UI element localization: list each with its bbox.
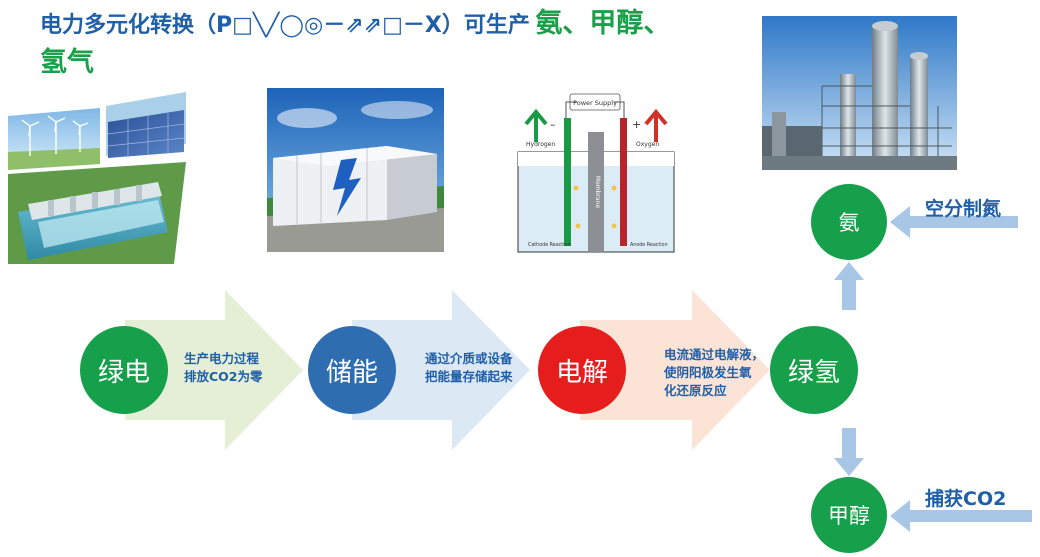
page-title: 电力多元化转换（P□╲╱◯◎－⇗⇗□－X）可生产 氨、甲醇、氢气 [40, 6, 680, 84]
chemical-plant-photo [762, 16, 957, 170]
electrolysis-circle: 电解 [538, 326, 626, 414]
oxygen-label: Oxygen [636, 141, 659, 148]
nitrogen-source-label: 空分制氮 [925, 198, 1002, 220]
anode-reaction-label: Anode Reaction [630, 242, 668, 248]
renewable-energy-photo [8, 92, 186, 264]
minus-sign: – [550, 118, 556, 131]
green-power-description: 生产电力过程 排放CO2为零 [184, 351, 263, 384]
down-arrow-to-methanol [834, 428, 864, 476]
green-hydrogen-circle: 绿氢 [770, 326, 858, 414]
co2-source-label: 捕获CO2 [925, 488, 1007, 510]
flow-arrow-blue [352, 290, 530, 450]
flow-arrow-green [125, 290, 303, 450]
up-arrow-to-ammonia [834, 262, 864, 310]
electrolysis-diagram-image: Power Supply – + Hydrogen Oxygen Membran… [506, 92, 686, 268]
electrolysis-description: 电流通过电解液， 使阴阳极发生氧 化还原反应 [664, 347, 765, 398]
cathode-reaction-label: Cathode Reaction [528, 242, 571, 248]
flow-arrow-peach [580, 290, 770, 450]
title-part-2: 氨、甲醇、氢气 [40, 8, 671, 78]
title-part-1: 电力多元化转换（P□╲╱◯◎－⇗⇗□－X）可生产 [40, 13, 530, 38]
hydrogen-label: Hydrogen [526, 141, 555, 148]
energy-storage-circle: 储能 [308, 326, 396, 414]
methanol-circle: 甲醇 [811, 477, 887, 553]
ammonia-circle: 氨 [811, 184, 887, 260]
energy-storage-description: 通过介质或设备 把能量存储起来 [425, 351, 513, 384]
nitrogen-input-arrow [890, 206, 1018, 238]
energy-storage-photo [267, 88, 444, 252]
power-supply-label: Power Supply [573, 99, 617, 107]
membrane-label: Membrane [594, 176, 601, 208]
plus-sign: + [632, 118, 641, 131]
green-power-circle: 绿电 [80, 326, 168, 414]
co2-input-arrow [890, 500, 1032, 532]
